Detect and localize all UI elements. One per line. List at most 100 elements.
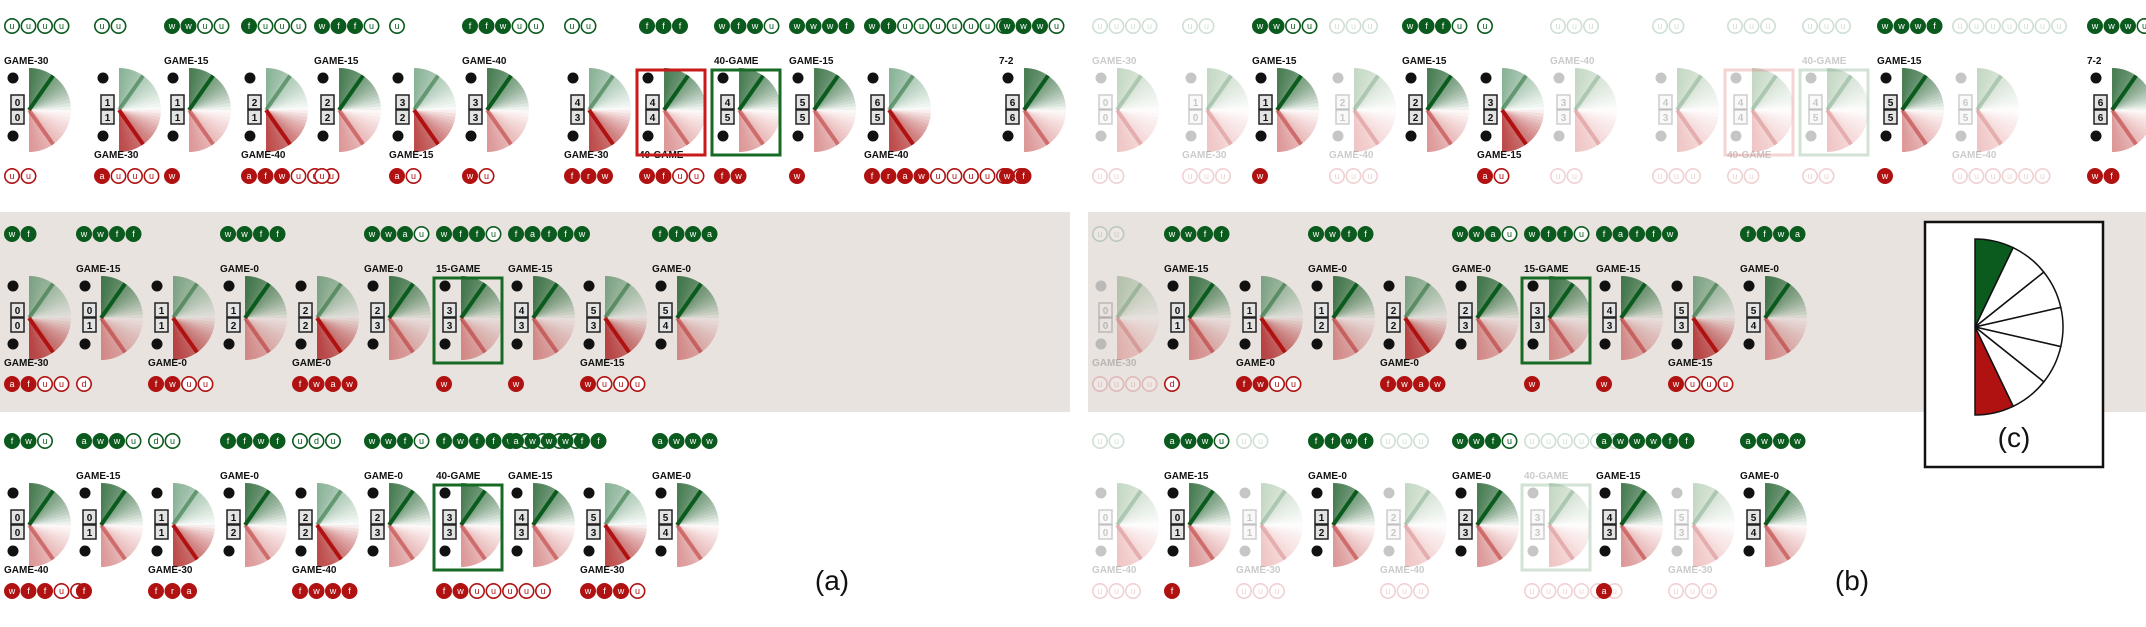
fan-wedge <box>664 68 682 110</box>
fan-wedge <box>245 483 249 525</box>
score-box-top <box>720 94 735 110</box>
fan-wedge <box>245 483 253 525</box>
fan-wedge <box>487 68 529 110</box>
fan-wedge <box>589 110 631 152</box>
fan-wedge <box>29 68 40 110</box>
score-box-bottom <box>226 524 241 540</box>
server-dot <box>367 487 379 499</box>
point-marker <box>805 17 822 34</box>
fan-wedge <box>119 110 134 152</box>
fan-wedge <box>1024 68 1066 110</box>
point-marker <box>110 17 127 34</box>
point-marker-letter: u <box>1334 171 1339 181</box>
point-marker <box>313 168 330 185</box>
point-marker-letter: w <box>8 586 16 596</box>
server-dot <box>7 338 19 350</box>
score-value-top: 4 <box>1813 98 1819 109</box>
point-marker-letter: u <box>1732 171 1737 181</box>
score-value-top: 0 <box>15 306 21 317</box>
score-value-top: 2 <box>303 513 309 524</box>
score-value-top: 0 <box>1103 98 1109 109</box>
point-marker-letter: f <box>476 229 479 239</box>
server-dot <box>1095 280 1107 292</box>
fan-wedge <box>739 68 780 110</box>
server-dot <box>1002 130 1014 142</box>
fan-wedge <box>414 110 432 152</box>
point-marker-letter: w <box>1256 21 1264 31</box>
server-dot <box>367 338 379 350</box>
point-marker-letter: w <box>1666 229 1674 239</box>
point-marker-letter: w <box>440 229 448 239</box>
server-dot <box>1455 280 1467 292</box>
point-marker <box>92 226 109 243</box>
point-marker-letter: w <box>1256 379 1264 389</box>
fan-wedge <box>889 110 907 152</box>
point-marker-letter: u <box>1457 21 1462 31</box>
score-box-bottom <box>442 317 457 333</box>
point-marker-letter: w <box>584 586 592 596</box>
point-marker <box>4 168 20 185</box>
point-marker-letter: u <box>1097 21 1102 31</box>
fan-wedge <box>487 68 505 110</box>
point-marker-letter: w <box>1897 21 1905 31</box>
fan-wedge <box>589 110 631 152</box>
point-marker-letter: f <box>459 229 462 239</box>
point-marker <box>20 168 37 185</box>
fan-wedge <box>389 276 397 318</box>
point-marker <box>962 17 979 34</box>
point-marker-letter: u <box>1054 21 1059 31</box>
point-marker <box>580 17 597 34</box>
point-marker <box>763 17 780 34</box>
fan-wedge <box>29 483 40 525</box>
point-marker-letter: u <box>1385 436 1390 446</box>
point-marker-letter: f <box>299 379 302 389</box>
point-marker-letter: u <box>533 21 538 31</box>
fan-wedge <box>189 68 231 110</box>
point-marker-letter: u <box>1723 379 1728 389</box>
fan-wedge <box>266 110 277 152</box>
game-label-top: 15-GAME <box>436 264 481 275</box>
point-marker-letter: u <box>1114 379 1119 389</box>
fan-wedge <box>173 525 215 567</box>
point-marker-letter: u <box>635 379 640 389</box>
fan-wedge <box>605 318 616 360</box>
point-marker-letter: w <box>184 21 192 31</box>
fan-wedge <box>461 276 503 318</box>
point-marker-letter: u <box>1204 171 1209 181</box>
point-marker-letter: f <box>155 379 158 389</box>
point-marker <box>527 17 544 34</box>
point-marker <box>20 432 37 449</box>
point-marker-letter: u <box>1258 436 1263 446</box>
point-marker <box>461 17 478 34</box>
point-marker-letter: w <box>1793 436 1801 446</box>
score-box-top <box>10 509 25 525</box>
score-value-bottom: 2 <box>1391 528 1397 539</box>
fan-wedge <box>605 318 609 360</box>
fan-wedge <box>1024 68 1064 110</box>
point-marker-letter: u <box>1732 21 1737 31</box>
point-marker-letter: w <box>809 21 817 31</box>
fan-wedge <box>677 276 719 318</box>
server-dot <box>1383 487 1395 499</box>
fan-wedge <box>664 68 679 110</box>
point-marker-letter: u <box>1258 586 1263 596</box>
point-marker-letter: a <box>1618 229 1623 239</box>
point-marker-letter: f <box>132 229 135 239</box>
point-marker-letter: f <box>737 21 740 31</box>
fan-wedge <box>487 68 527 110</box>
point-marker-letter: a <box>394 171 399 181</box>
server-dot <box>1311 280 1323 292</box>
point-marker-letter: w <box>1528 379 1536 389</box>
game-label-bottom: GAME-40 <box>864 150 909 161</box>
point-marker-letter: f <box>564 229 567 239</box>
fan-arm <box>412 108 440 146</box>
point-marker-letter: u <box>618 379 623 389</box>
point-marker <box>730 168 747 185</box>
fan-wedge <box>339 68 354 110</box>
score-value-bottom: 3 <box>1607 321 1613 332</box>
point-marker-letter: u <box>507 586 512 596</box>
point-marker-letter: a <box>707 229 712 239</box>
point-marker-letter: u <box>2007 21 2012 31</box>
fan-wedge <box>414 110 455 152</box>
